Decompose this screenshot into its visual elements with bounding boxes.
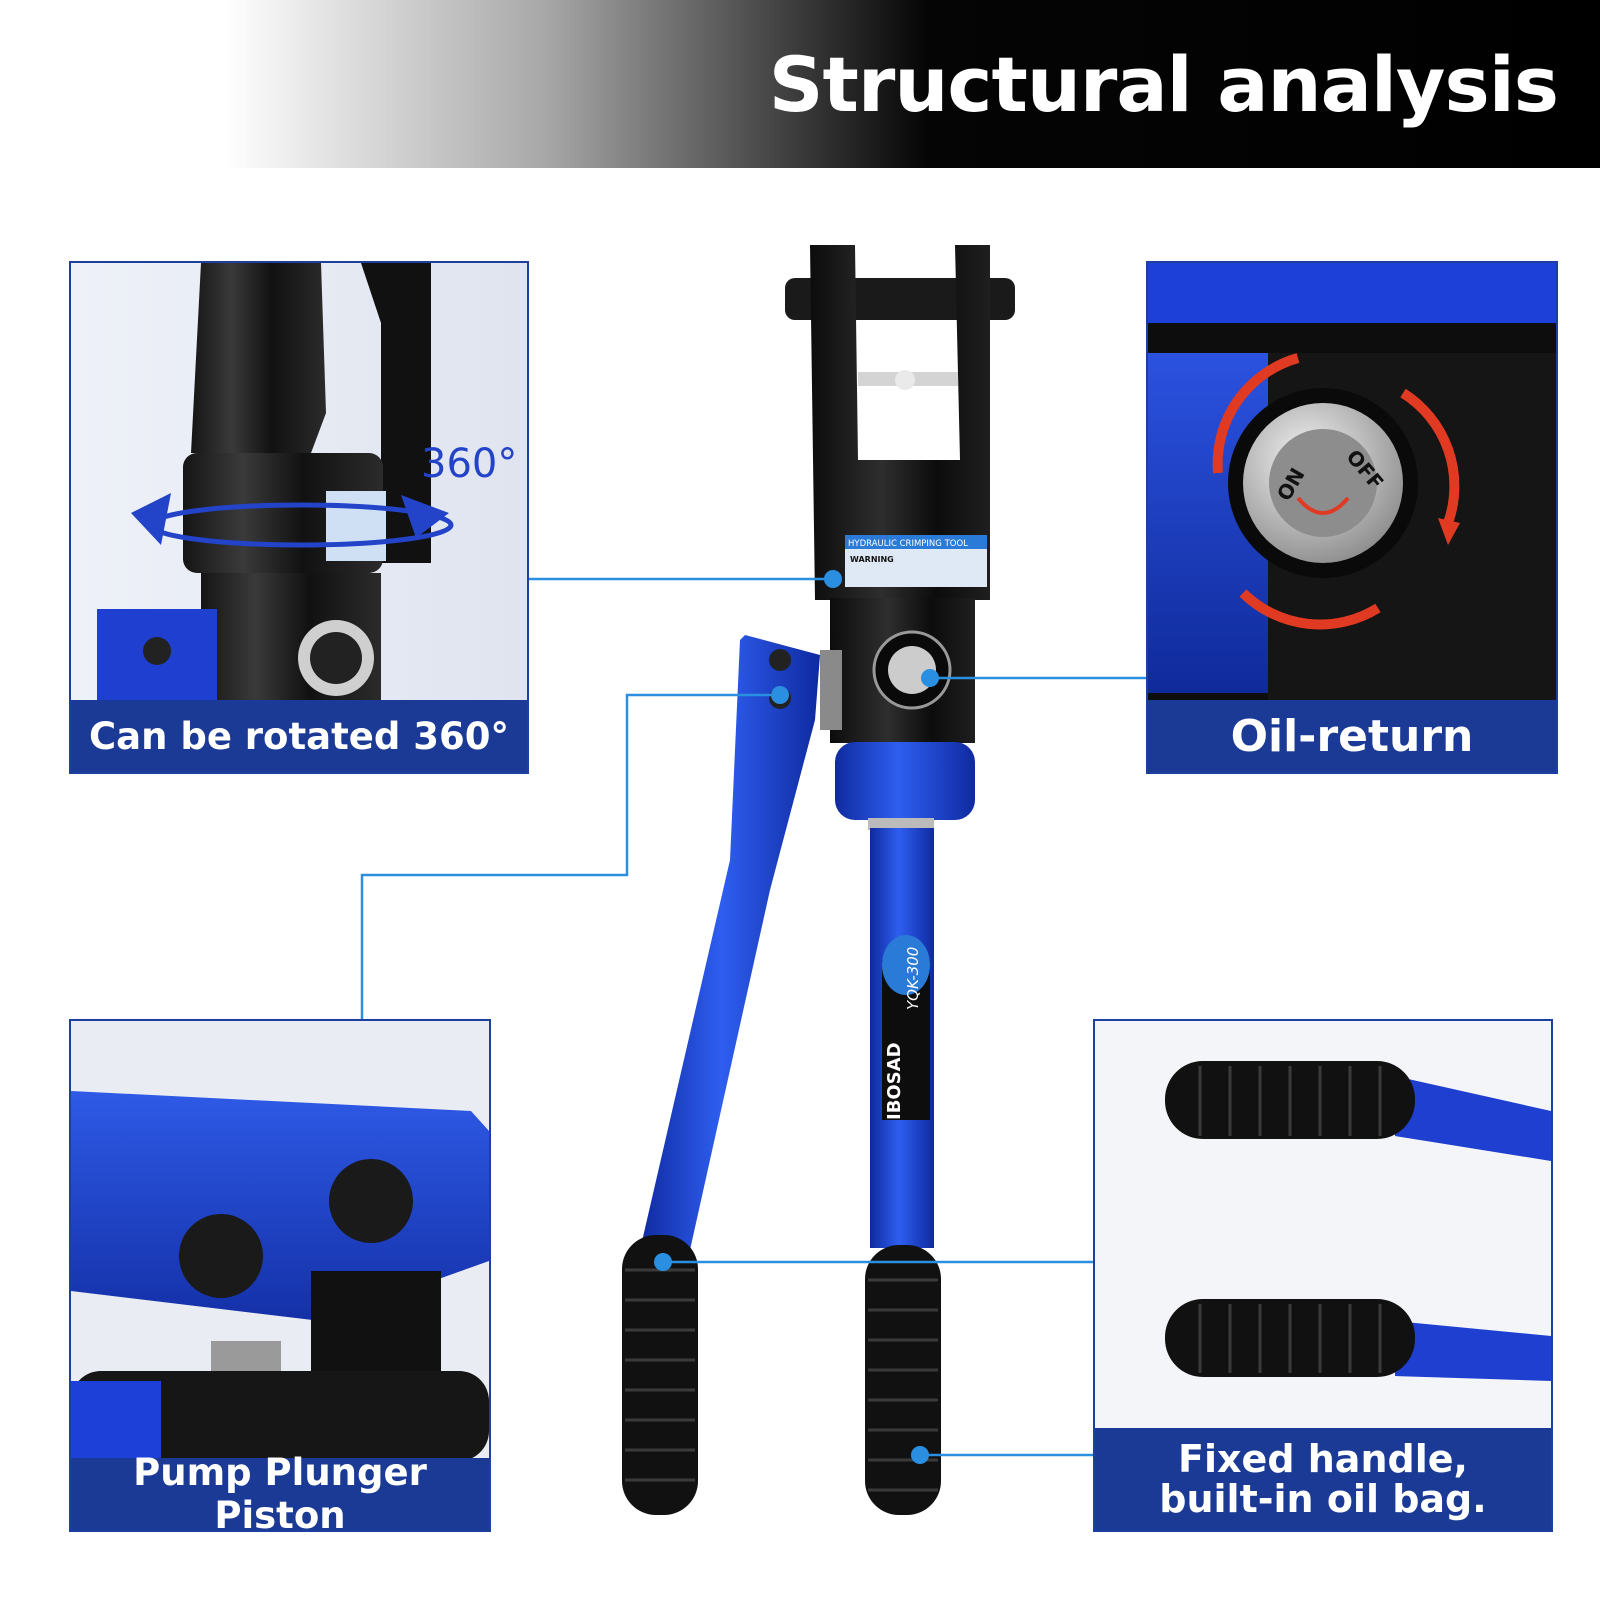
fixed-handle-panel: Fixed handle, built-in oil bag. <box>1093 1019 1553 1532</box>
oil-return-photo: ON OFF <box>1148 263 1556 772</box>
grip-ridges-top <box>1198 1066 1382 1136</box>
tool-model-label: YQK-300 <box>904 947 922 1010</box>
hydraulic-crimping-tool: HYDRAULIC CRIMPING TOOL WARNING IBOSAD Y… <box>622 245 1015 1515</box>
page-title: Structural analysis <box>768 40 1559 129</box>
pump-plunger-photo <box>71 1021 489 1530</box>
rotation-detail-photo <box>71 263 527 772</box>
oil-return-panel: ON OFF Oil-return <box>1146 261 1558 774</box>
tool-label-title: HYDRAULIC CRIMPING TOOL <box>848 539 968 549</box>
rotation-angle-label: 360° <box>421 441 518 487</box>
pump-plunger-caption: Pump Plunger Piston <box>71 1451 489 1530</box>
tool-brand-label: IBOSAD <box>884 1042 905 1120</box>
lever-grip-ridges <box>625 1268 695 1482</box>
fixed-handle-caption: Fixed handle, built-in oil bag. <box>1095 1428 1551 1530</box>
pump-plunger-panel: Pump Plunger Piston <box>69 1019 491 1532</box>
fixed-handle-caption-line2: built-in oil bag. <box>1159 1477 1487 1521</box>
fixed-grip-ridges <box>868 1278 938 1492</box>
crimp-head: HYDRAULIC CRIMPING TOOL WARNING <box>785 245 1015 600</box>
fixed-handle: IBOSAD YQK-300 <box>865 828 941 1515</box>
pump-lever <box>622 635 820 1515</box>
grip-ridges-bottom <box>1198 1304 1382 1373</box>
fixed-handle-caption-line1: Fixed handle, <box>1178 1437 1468 1481</box>
header-banner: Structural analysis <box>0 0 1600 168</box>
pump-body <box>820 598 975 830</box>
rotation-detail-panel: 360° Can be rotated 360° <box>69 261 529 774</box>
tool-label-warning: WARNING <box>850 555 894 564</box>
oil-return-caption: Oil-return <box>1148 700 1556 772</box>
rotation-caption: Can be rotated 360° <box>71 700 527 772</box>
